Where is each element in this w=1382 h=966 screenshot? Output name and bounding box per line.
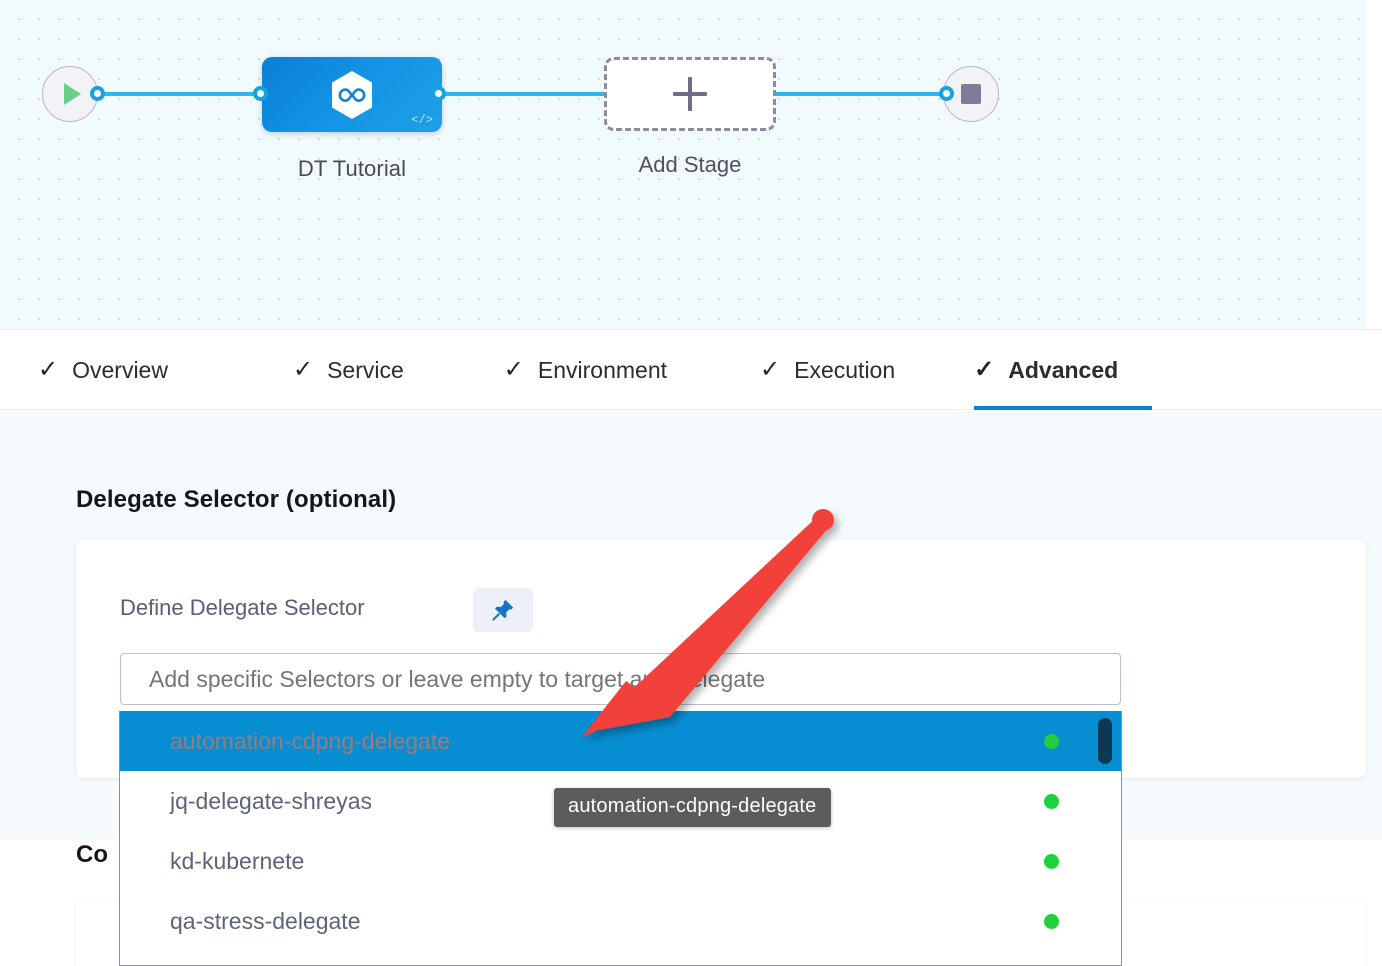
tab-overview-label: Overview — [72, 356, 168, 383]
connector-dot-stage-out[interactable] — [431, 86, 446, 101]
tab-execution-label: Execution — [794, 356, 896, 383]
pipeline-canvas[interactable]: </> DT Tutorial Add Stage — [0, 0, 1382, 330]
stop-icon — [961, 84, 981, 104]
delegate-name-tooltip: automation-cdpng-delegate — [554, 788, 831, 827]
delegate-selector-input[interactable] — [149, 665, 1120, 693]
delegate-status-dot — [1044, 853, 1059, 869]
check-icon: ✓ — [292, 356, 314, 383]
canvas-right-edge — [1366, 0, 1382, 329]
check-icon: ✓ — [760, 356, 781, 383]
pipeline-start-node[interactable] — [42, 66, 98, 122]
tab-environment-label: Environment — [537, 356, 668, 383]
check-icon: ✓ — [38, 356, 59, 383]
dropdown-option-label: kd-kubernete — [170, 847, 305, 874]
connector-dot-end-in[interactable] — [939, 86, 954, 101]
play-icon — [64, 83, 81, 105]
stage-config-tabbar: ✓ Overview ✓ Service ✓ Environment ✓ Exe… — [0, 331, 1382, 410]
tab-environment[interactable]: ✓ Environment — [504, 331, 667, 410]
delegate-status-dot — [1044, 913, 1059, 929]
pin-button[interactable] — [473, 588, 533, 632]
tab-execution[interactable]: ✓ Execution — [760, 331, 895, 410]
dropdown-option-label: qa-stress-delegate — [170, 907, 361, 934]
add-stage-button[interactable] — [604, 57, 776, 131]
delegate-status-dot — [1044, 733, 1059, 749]
code-icon: </> — [411, 113, 433, 127]
connector-dot-stage-in[interactable] — [253, 86, 268, 101]
connector-stage-to-addstage — [436, 92, 616, 96]
tab-service[interactable]: ✓ Service — [293, 331, 404, 410]
dropdown-option-jq-delegate-shreyas[interactable]: jq-delegate-shreyas — [120, 771, 1121, 831]
connector-addstage-to-end — [770, 92, 950, 96]
conditional-execution-section-title: Co — [76, 841, 109, 868]
dropdown-option-label: jq-delegate-shreyas — [170, 787, 373, 814]
delegate-status-dot — [1044, 793, 1059, 809]
dropdown-option-automation-cdpng-delegate[interactable]: automation-cdpng-delegate — [120, 711, 1121, 771]
delegate-selector-section-title: Delegate Selector (optional) — [76, 486, 397, 513]
connector-start-to-stage — [100, 92, 270, 96]
define-delegate-selector-label: Define Delegate Selector — [120, 595, 365, 620]
tab-overview[interactable]: ✓ Overview — [38, 331, 168, 410]
connector-dot-start-out[interactable] — [90, 86, 105, 101]
tab-advanced-label: Advanced — [1008, 356, 1119, 383]
add-stage-label: Add Stage — [638, 152, 742, 177]
dropdown-option-kd-kubernete[interactable]: kd-kubernete — [120, 831, 1121, 891]
harness-hexagon-infinity-icon — [332, 70, 372, 119]
delegate-selector-input-wrap[interactable] — [120, 653, 1121, 705]
delegate-selector-dropdown[interactable]: automation-cdpng-delegate jq-delegate-sh… — [119, 711, 1122, 966]
stage-node-label: DT Tutorial — [297, 156, 407, 181]
plus-icon — [673, 77, 707, 111]
dropdown-option-qa-stress-delegate[interactable]: qa-stress-delegate — [120, 891, 1121, 951]
dropdown-scrollbar-thumb[interactable] — [1098, 718, 1112, 764]
check-icon: ✓ — [974, 356, 995, 383]
check-icon: ✓ — [503, 356, 524, 383]
tab-service-label: Service — [327, 356, 404, 383]
pushpin-icon — [492, 599, 514, 621]
dropdown-option-label: automation-cdpng-delegate — [170, 727, 451, 754]
stage-node-dt-tutorial[interactable]: </> — [262, 57, 442, 132]
tab-advanced[interactable]: ✓ Advanced — [974, 331, 1153, 410]
